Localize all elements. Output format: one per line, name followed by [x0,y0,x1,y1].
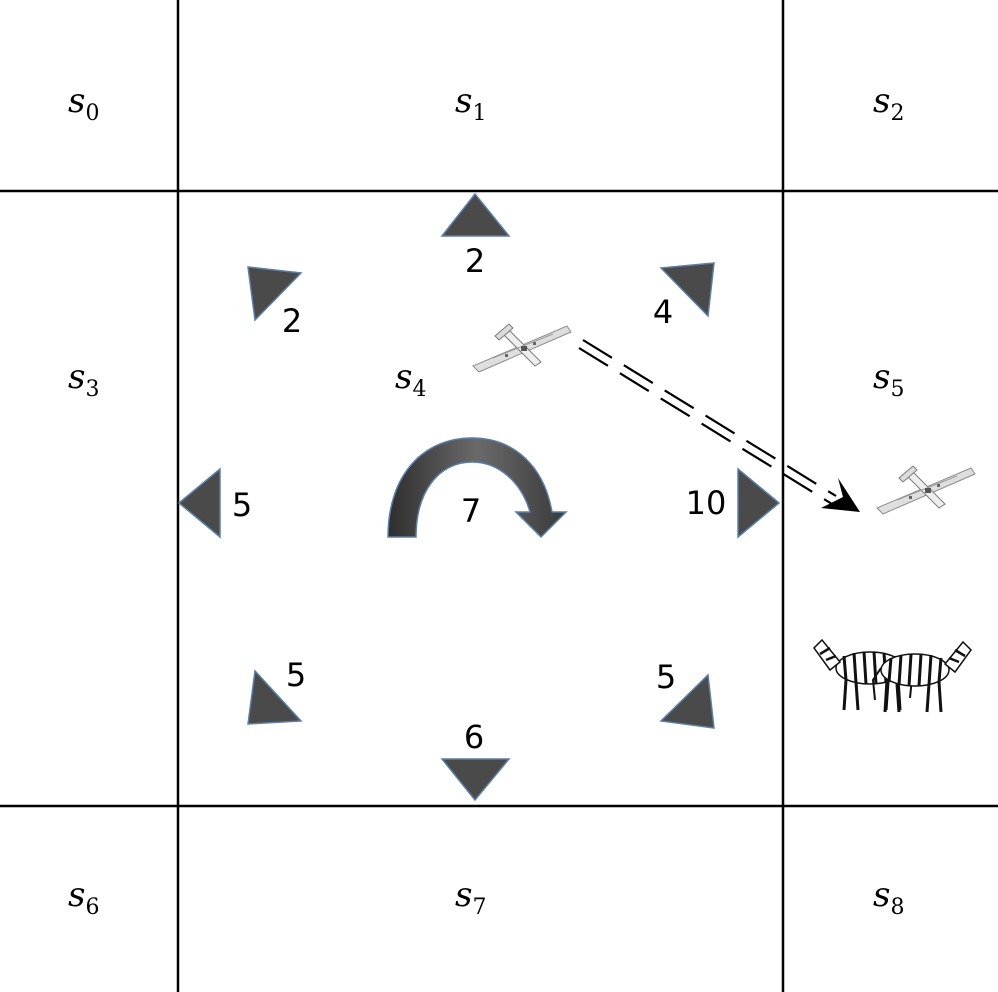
dashed-double-arrow-icon [578,339,860,512]
reward-left: 5 [232,486,252,524]
arrow-up-icon [440,192,511,237]
state-labels: s0 s1 s2 s3 s4 s5 s6 s7 s8 [68,81,904,920]
reward-down-right: 5 [656,658,676,696]
arrow-down-right-icon [659,673,715,729]
reward-right: 10 [686,484,727,522]
action-arrows [177,192,781,802]
arrow-down-icon [440,758,511,802]
reward-up-left: 2 [282,302,302,340]
action-rewards: 2 2 4 5 7 10 5 5 6 [232,242,727,756]
state-label-s6: s6 [68,875,99,920]
arrow-right-icon [737,467,781,539]
reward-up: 2 [465,242,485,280]
state-label-s1: s1 [455,81,486,126]
state-label-s3: s3 [68,357,99,402]
state-label-s2: s2 [873,81,904,126]
arrow-left-icon [177,467,221,539]
stay-uturn-arrow-icon [387,437,568,539]
reward-down-left: 5 [286,656,306,694]
zebra-icon [812,638,973,714]
drone-icon-s5 [876,465,976,515]
reward-down: 6 [464,718,484,756]
state-label-s0: s0 [68,81,99,126]
state-label-s5: s5 [873,357,904,402]
arrow-up-left-icon [247,266,303,322]
drone-icon-s4 [472,323,572,373]
reward-stay: 7 [461,492,481,530]
reward-up-right: 4 [653,293,673,331]
state-label-s8: s8 [873,875,904,920]
arrow-up-right-icon [659,262,715,318]
state-label-s7: s7 [455,875,486,920]
state-label-s4: s4 [395,357,426,402]
arrow-down-left-icon [247,669,303,725]
